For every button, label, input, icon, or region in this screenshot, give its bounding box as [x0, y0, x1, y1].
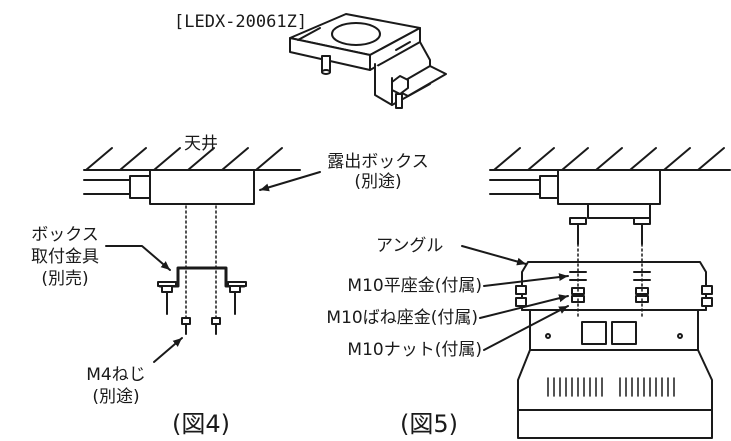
model-label: [LEDX-20061Z]: [174, 12, 308, 32]
fig4-dashed-guides: [185, 205, 217, 319]
spring-washer-label: M10ばね座金(付属): [326, 308, 478, 328]
figure-4-caption: (図4): [172, 410, 230, 438]
nut-label: M10ナット(付属): [347, 340, 482, 360]
angle-label: アングル: [376, 236, 444, 256]
fig5-ceiling: [489, 147, 731, 171]
fig4-box-bracket: [157, 266, 247, 315]
box-bracket-label: ボックス 取付金具 (別売): [31, 225, 99, 289]
exposed-box-label: 露出ボックス (別途): [327, 152, 429, 192]
fig5-junction-box: [489, 169, 661, 219]
fig4-m4-screws: [181, 317, 221, 335]
fig5-leaders: [461, 245, 569, 351]
fig5-dashed-guides: [577, 243, 643, 317]
fig5-angle-and-fixture: [515, 261, 713, 439]
fig4-junction-box: [83, 169, 255, 205]
ceiling-label: 天井: [184, 134, 218, 154]
flat-washer-label: M10平座金(付属): [347, 276, 482, 296]
bracket-illustration: [289, 13, 447, 109]
fig5-bolts: [569, 217, 651, 245]
m4-screw-label: M4ねじ (別途): [86, 365, 146, 407]
figure-5-caption: (図5): [400, 410, 458, 438]
fig4-leaders: [105, 171, 321, 363]
